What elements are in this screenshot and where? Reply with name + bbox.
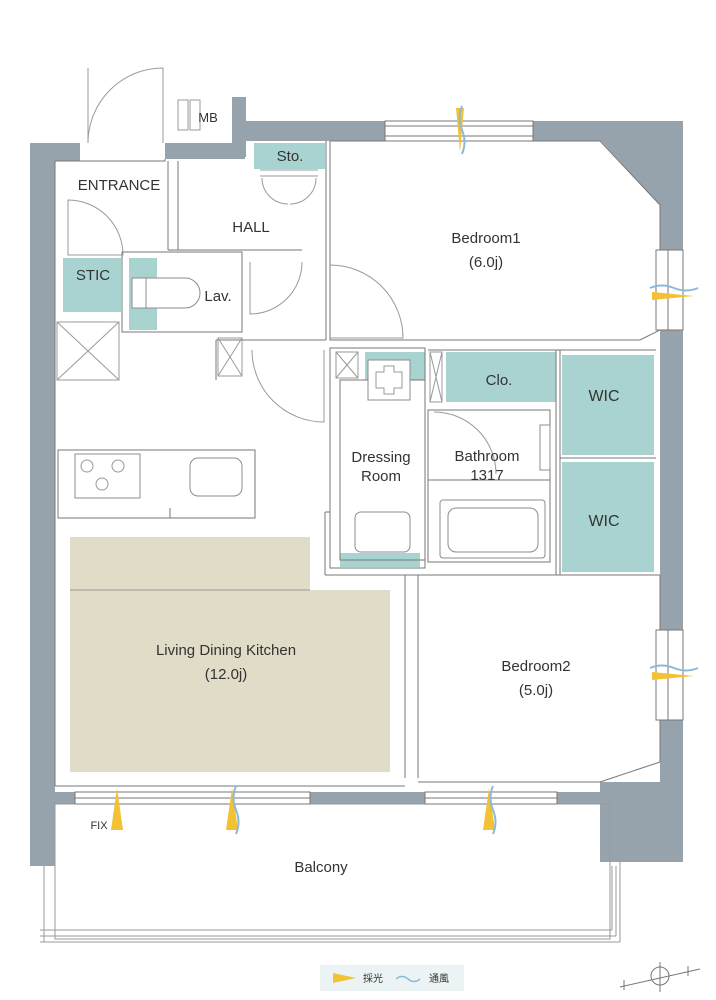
wall-top-entrance [165, 143, 245, 159]
legend-wind-label: 通風 [429, 973, 449, 985]
legend-light-label: 採光 [363, 972, 383, 985]
label-bedroom2-size: (5.0j) [519, 682, 553, 699]
wall-left-lower [30, 778, 55, 866]
stic-zone [63, 258, 121, 312]
label-ldk: Living Dining Kitchen [156, 642, 296, 659]
walls [30, 97, 683, 866]
wall-mb-right [232, 97, 246, 157]
sto-door-r [289, 177, 317, 205]
wall-top-bed1 [245, 121, 385, 141]
storage-zones [63, 143, 654, 572]
label-bedroom2: Bedroom2 [501, 658, 570, 675]
legend-wind-icon [395, 975, 421, 983]
label-dressing-2: Room [361, 468, 401, 485]
wic-upper-zone [562, 355, 654, 455]
room-labels: MB ENTRANCE HALL Sto. STIC Lav. Bedroom1… [76, 110, 620, 876]
lav-door [249, 261, 303, 315]
label-bathroom-1: Bathroom [454, 448, 519, 465]
label-ldk-size: (12.0j) [205, 666, 248, 683]
clo-zone [446, 352, 556, 402]
sto-zone [254, 143, 325, 169]
bath-door [433, 411, 497, 475]
stove-icon [74, 453, 141, 499]
wall-right-1 [660, 330, 683, 630]
wind-arrow-icon [232, 105, 699, 835]
duct-icon [217, 337, 443, 403]
toilet-icon [131, 277, 201, 309]
label-hall: HALL [232, 219, 270, 236]
entrance-door [87, 67, 164, 144]
partitions [54, 140, 661, 787]
legend: 採光 通風 [320, 965, 464, 991]
storage-box-icon [56, 321, 120, 381]
label-stic: STIC [76, 267, 110, 284]
label-balcony: Balcony [294, 859, 348, 876]
stic-door [67, 199, 124, 256]
bathtub-icon [439, 499, 546, 559]
mb-meter-icon [177, 99, 201, 131]
label-dressing-1: Dressing [351, 449, 410, 466]
wic-lower-zone [562, 462, 654, 572]
bed1-door [329, 264, 404, 339]
wall-left-upper [30, 143, 55, 783]
north-compass-icon [619, 962, 701, 992]
bath-sink-icon [539, 424, 551, 471]
doors [67, 67, 497, 475]
wall-corner-se [600, 720, 683, 862]
washer-icon [367, 359, 411, 401]
label-fix: FIX [90, 820, 108, 832]
label-lav: Lav. [204, 288, 231, 305]
label-wic-upper: WIC [588, 388, 619, 405]
sto-door-l [261, 177, 289, 205]
sink-icon [189, 457, 243, 497]
label-clo: Clo. [486, 372, 513, 389]
balcony-area [40, 803, 621, 943]
label-entrance: ENTRANCE [78, 177, 161, 194]
wall-corner-ne [600, 121, 683, 250]
daylight-arrows [111, 105, 699, 835]
wash-basin-icon [354, 511, 411, 553]
wall-top-left [30, 143, 80, 161]
label-bedroom1-size: (6.0j) [469, 254, 503, 271]
fixtures [56, 99, 551, 559]
label-bedroom1: Bedroom1 [451, 230, 520, 247]
label-sto: Sto. [277, 148, 304, 165]
label-wic-lower: WIC [588, 513, 619, 530]
ldk-floor-zone [70, 537, 390, 772]
legend-light-icon [333, 973, 356, 983]
label-bathroom-2: 1317 [470, 467, 503, 484]
ldk-door [251, 349, 325, 423]
label-mb: MB [198, 110, 218, 125]
light-arrow-icon [111, 108, 694, 830]
